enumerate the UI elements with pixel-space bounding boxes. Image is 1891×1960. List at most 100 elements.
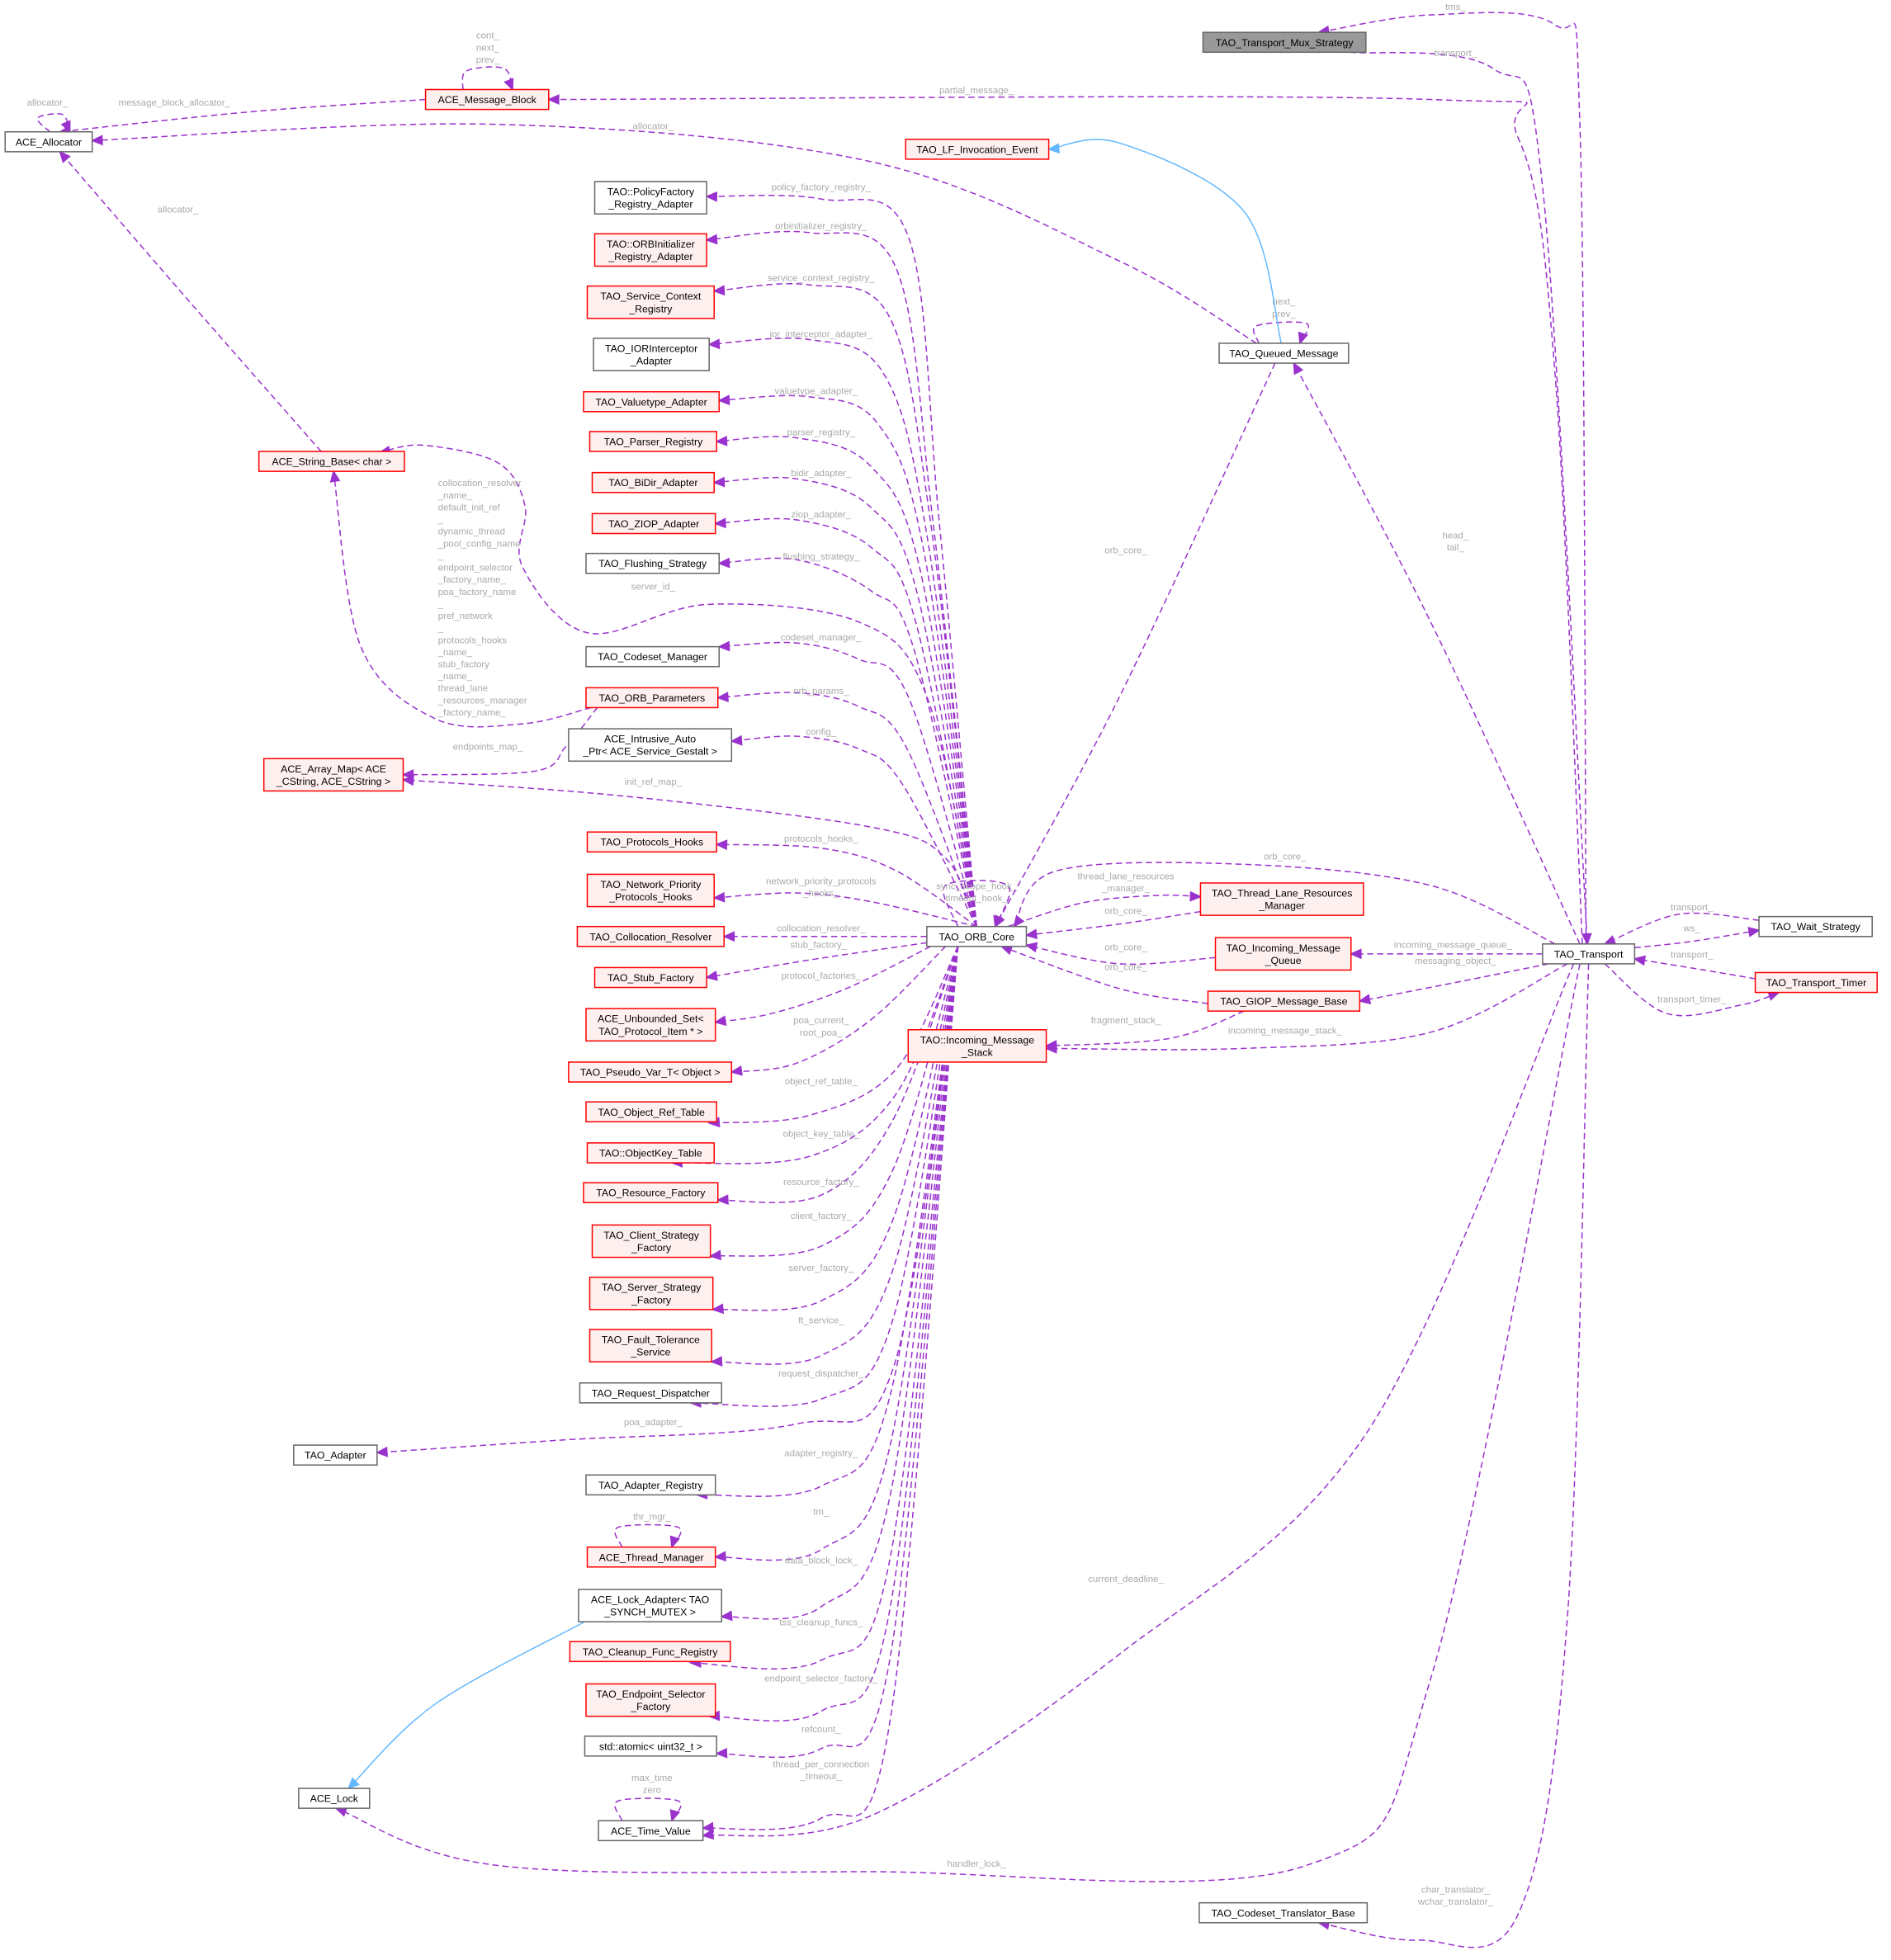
class-node-stub[interactable]: TAO_Stub_Factory bbox=[593, 966, 707, 989]
class-box[interactable] bbox=[586, 1546, 716, 1568]
class-box[interactable] bbox=[1198, 1901, 1369, 1924]
class-box[interactable] bbox=[576, 925, 726, 947]
class-box[interactable] bbox=[598, 1820, 704, 1842]
class-node-queued[interactable]: TAO_Queued_Message bbox=[1218, 342, 1350, 364]
class-node-orbinit[interactable]: TAO::ORBInitializer_Registry_Adapter bbox=[593, 233, 707, 267]
class-box[interactable] bbox=[586, 831, 717, 853]
class-node-atomic[interactable]: std::atomic< uint32_t > bbox=[584, 1735, 717, 1757]
class-node-giop[interactable]: TAO_GIOP_Message_Base bbox=[1207, 990, 1361, 1012]
class-node-objref[interactable]: TAO_Object_Ref_Table bbox=[585, 1101, 717, 1123]
class-box[interactable] bbox=[586, 873, 715, 908]
class-box[interactable] bbox=[569, 1641, 731, 1663]
class-box[interactable] bbox=[568, 1061, 733, 1083]
class-box[interactable] bbox=[424, 88, 550, 111]
class-box[interactable] bbox=[585, 552, 720, 574]
class-node-protohooks[interactable]: TAO_Protocols_Hooks bbox=[586, 831, 717, 853]
class-node-lockadapter[interactable]: ACE_Lock_Adapter< TAO_SYNCH_MUTEX > bbox=[578, 1589, 722, 1622]
class-box[interactable] bbox=[583, 1182, 719, 1204]
class-node-adreg[interactable]: TAO_Adapter_Registry bbox=[585, 1474, 716, 1496]
class-node-ziop[interactable]: TAO_ZIOP_Adapter bbox=[591, 512, 716, 535]
class-node-ior[interactable]: TAO_IORInterceptor_Adapter bbox=[593, 338, 710, 371]
class-node-strbase[interactable]: ACE_String_Base< char > bbox=[258, 451, 405, 472]
class-node-unbounded[interactable]: ACE_Unbounded_Set<TAO_Protocol_Item * > bbox=[585, 1008, 716, 1042]
class-box[interactable] bbox=[298, 1788, 371, 1809]
class-box[interactable] bbox=[578, 1589, 722, 1622]
class-node-mb[interactable]: ACE_Message_Block bbox=[424, 88, 550, 111]
class-box[interactable] bbox=[262, 758, 404, 792]
class-node-orb[interactable]: TAO_ORB_Core bbox=[926, 925, 1028, 947]
class-box[interactable] bbox=[1542, 943, 1636, 965]
class-box[interactable] bbox=[593, 338, 710, 371]
class-box[interactable] bbox=[589, 1329, 712, 1363]
class-node-svcctx[interactable]: TAO_Service_Context_Registry bbox=[586, 285, 715, 319]
class-node-alloc[interactable]: ACE_Allocator bbox=[4, 130, 93, 153]
class-box[interactable] bbox=[1207, 990, 1361, 1012]
class-box[interactable] bbox=[568, 728, 733, 763]
class-node-bidir[interactable]: TAO_BiDir_Adapter bbox=[591, 471, 715, 494]
class-node-flushing[interactable]: TAO_Flushing_Strategy bbox=[585, 552, 720, 574]
class-node-endpoint[interactable]: TAO_Endpoint_Selector_Factory bbox=[585, 1683, 716, 1717]
class-box[interactable] bbox=[907, 1029, 1047, 1063]
class-node-client[interactable]: TAO_Client_Strategy_Factory bbox=[591, 1224, 711, 1259]
class-node-pseudo[interactable]: TAO_Pseudo_Var_T< Object > bbox=[568, 1061, 733, 1083]
class-node-lf[interactable]: TAO_LF_Invocation_Event bbox=[905, 139, 1050, 160]
class-box[interactable] bbox=[591, 512, 716, 535]
class-node-timer[interactable]: TAO_Transport_Timer bbox=[1754, 971, 1878, 994]
class-node-intrusive[interactable]: ACE_Intrusive_Auto_Ptr< ACE_Service_Gest… bbox=[568, 728, 733, 763]
class-box[interactable] bbox=[1202, 31, 1367, 54]
class-node-timevalue[interactable]: ACE_Time_Value bbox=[598, 1820, 704, 1842]
class-box[interactable] bbox=[585, 645, 720, 668]
class-box[interactable] bbox=[4, 130, 93, 153]
class-node-cleanup[interactable]: TAO_Cleanup_Func_Registry bbox=[569, 1641, 731, 1663]
class-node-netprio[interactable]: TAO_Network_Priority_Protocols_Hooks bbox=[586, 873, 715, 908]
class-box[interactable] bbox=[585, 1683, 716, 1717]
class-box[interactable] bbox=[926, 925, 1028, 947]
class-node-reqdisp[interactable]: TAO_Request_Dispatcher bbox=[579, 1382, 722, 1404]
class-box[interactable] bbox=[593, 966, 707, 989]
class-box[interactable] bbox=[583, 390, 720, 413]
class-box[interactable] bbox=[585, 1008, 716, 1042]
class-node-orbparams[interactable]: TAO_ORB_Parameters bbox=[585, 687, 719, 709]
class-box[interactable] bbox=[258, 451, 405, 472]
class-box[interactable] bbox=[591, 1224, 711, 1259]
class-node-tlrm[interactable]: TAO_Thread_Lane_Resources_Manager bbox=[1199, 882, 1364, 916]
class-node-acelock[interactable]: ACE_Lock bbox=[298, 1788, 371, 1809]
class-node-thrmgr[interactable]: ACE_Thread_Manager bbox=[586, 1546, 716, 1568]
class-box[interactable] bbox=[1754, 971, 1878, 994]
class-box[interactable] bbox=[584, 1735, 717, 1757]
class-box[interactable] bbox=[905, 139, 1050, 160]
class-node-ims[interactable]: TAO::Incoming_Message_Stack bbox=[907, 1029, 1047, 1063]
class-box[interactable] bbox=[1218, 342, 1350, 364]
class-node-colloc[interactable]: TAO_Collocation_Resolver bbox=[576, 925, 726, 947]
class-node-wait[interactable]: TAO_Wait_Strategy bbox=[1758, 915, 1873, 937]
class-box[interactable] bbox=[585, 687, 719, 709]
class-box[interactable] bbox=[1758, 915, 1873, 937]
class-node-ctb[interactable]: TAO_Codeset_Translator_Base bbox=[1198, 1901, 1369, 1924]
class-box[interactable] bbox=[1214, 937, 1352, 971]
class-node-transport[interactable]: TAO_Transport bbox=[1542, 943, 1636, 965]
class-node-parser[interactable]: TAO_Parser_Registry bbox=[589, 431, 717, 452]
class-node-policy[interactable]: TAO::PolicyFactory_Registry_Adapter bbox=[593, 181, 707, 215]
class-box[interactable] bbox=[1199, 882, 1364, 916]
class-box[interactable] bbox=[589, 1276, 714, 1311]
class-box[interactable] bbox=[591, 471, 715, 494]
class-node-server[interactable]: TAO_Server_Strategy_Factory bbox=[589, 1276, 714, 1311]
class-box[interactable] bbox=[589, 431, 717, 452]
class-box[interactable] bbox=[586, 285, 715, 319]
class-box[interactable] bbox=[585, 1474, 716, 1496]
class-box[interactable] bbox=[585, 1101, 717, 1123]
class-node-adapter[interactable]: TAO_Adapter bbox=[293, 1444, 378, 1466]
class-box[interactable] bbox=[586, 1142, 715, 1164]
class-box[interactable] bbox=[593, 233, 707, 267]
class-node-imq[interactable]: TAO_Incoming_Message_Queue bbox=[1214, 937, 1352, 971]
class-node-ft[interactable]: TAO_Fault_Tolerance_Service bbox=[589, 1329, 712, 1363]
class-node-arraymap[interactable]: ACE_Array_Map< ACE_CString, ACE_CString … bbox=[262, 758, 404, 792]
class-node-mux[interactable]: TAO_Transport_Mux_Strategy bbox=[1202, 31, 1367, 54]
class-box[interactable] bbox=[293, 1444, 378, 1466]
class-node-resource[interactable]: TAO_Resource_Factory bbox=[583, 1182, 719, 1204]
class-box[interactable] bbox=[593, 181, 707, 215]
class-node-objkey[interactable]: TAO::ObjectKey_Table bbox=[586, 1142, 715, 1164]
class-box[interactable] bbox=[579, 1382, 722, 1404]
class-node-valuetype[interactable]: TAO_Valuetype_Adapter bbox=[583, 390, 720, 413]
class-node-codeset[interactable]: TAO_Codeset_Manager bbox=[585, 645, 720, 668]
